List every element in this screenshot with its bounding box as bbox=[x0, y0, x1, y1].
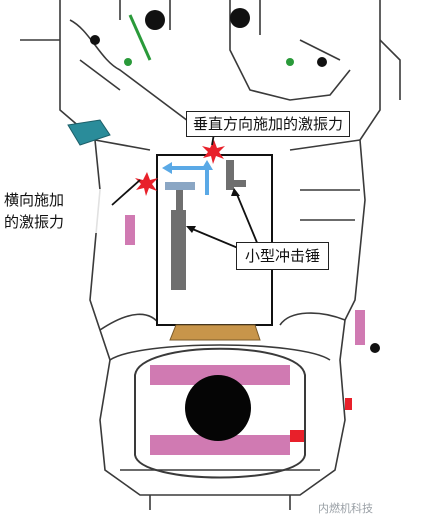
vertical-force-label: 垂直方向施加的激振力 bbox=[186, 111, 351, 137]
bolt-hole bbox=[317, 57, 327, 67]
hammer-vertical-head bbox=[226, 160, 234, 190]
vertical-force-arrow-head bbox=[201, 160, 213, 170]
leader-lateral-force bbox=[111, 179, 141, 206]
piston-crown bbox=[169, 324, 261, 341]
lateral-force-label-line1: 横向施加 bbox=[4, 191, 65, 209]
pink-counterweight-top bbox=[150, 365, 290, 385]
leader-arrowhead bbox=[186, 226, 196, 233]
lateral-impact-marker bbox=[135, 172, 158, 196]
bolt-hole bbox=[230, 8, 250, 28]
pink-counterweight-bottom bbox=[150, 435, 290, 455]
bolt-hole bbox=[370, 343, 380, 353]
crankshaft-journal bbox=[185, 375, 251, 441]
watermark-text: 内燃机科技 bbox=[318, 502, 373, 515]
pink-block bbox=[125, 215, 135, 245]
leader-arrowhead bbox=[231, 188, 240, 196]
lateral-force-arrow-head bbox=[162, 162, 172, 174]
hammer-vertical-handle bbox=[226, 180, 246, 187]
lateral-force-label: 横向施加 的激振力 bbox=[4, 189, 104, 233]
pink-block bbox=[355, 310, 365, 345]
small-hammer-label: 小型冲击锤 bbox=[236, 242, 330, 270]
hammer-lateral-head bbox=[165, 182, 195, 190]
lateral-force-label-line2: 的激振力 bbox=[4, 213, 65, 231]
teal-bracket bbox=[67, 119, 111, 146]
bolt-hole bbox=[90, 35, 100, 45]
red-marker bbox=[345, 398, 352, 410]
hammer-lateral-neck bbox=[176, 190, 183, 210]
leader-hammer-vertical bbox=[235, 191, 259, 246]
green-rod bbox=[128, 14, 152, 61]
green-pivot bbox=[124, 58, 132, 66]
bolt-hole bbox=[145, 10, 165, 30]
crankcase-outline bbox=[134, 347, 306, 479]
green-pivot bbox=[286, 58, 294, 66]
hammer-lateral-handle bbox=[171, 210, 186, 290]
vertical-impact-marker bbox=[202, 140, 225, 164]
red-marker bbox=[290, 430, 304, 442]
